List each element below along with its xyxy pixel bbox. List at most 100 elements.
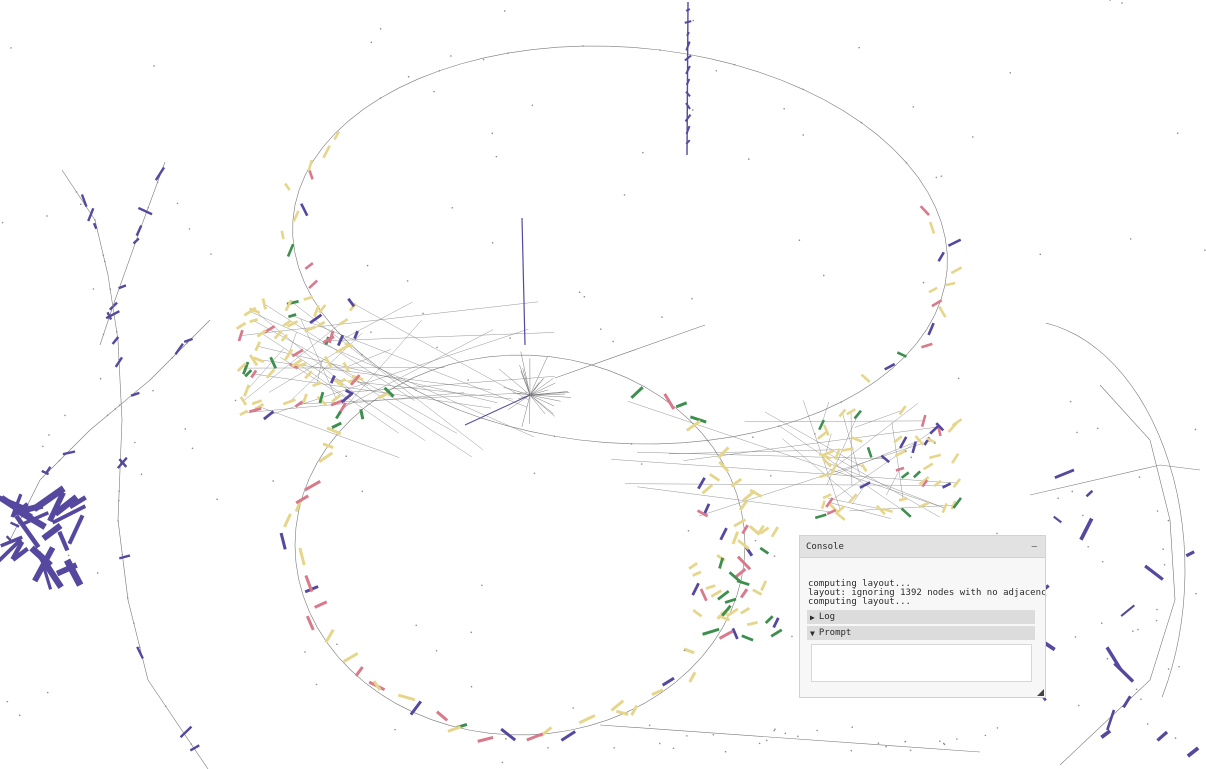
graph-node xyxy=(1106,709,1116,731)
chain-edge xyxy=(1161,682,1168,698)
graph-node-dot xyxy=(451,206,454,209)
graph-node xyxy=(1100,729,1112,739)
resize-grip-icon[interactable] xyxy=(1037,689,1044,696)
graph-node xyxy=(838,408,847,418)
chain-edge xyxy=(127,599,149,681)
graph-node-dot xyxy=(797,735,799,738)
chain-edge xyxy=(1158,435,1165,450)
log-section-header[interactable]: ▶ Log xyxy=(807,610,1035,624)
graph-node xyxy=(1105,646,1122,671)
loop-edge xyxy=(469,729,490,734)
graph-node xyxy=(435,710,449,722)
graph-node xyxy=(701,483,714,495)
loop-edge xyxy=(660,682,676,694)
graph-node xyxy=(308,169,314,180)
graph-node xyxy=(87,207,95,222)
prompt-section-header[interactable]: ▼ Prompt xyxy=(807,626,1035,640)
collapse-button[interactable]: – xyxy=(1031,541,1037,552)
graph-node-dot xyxy=(79,203,82,206)
graph-node-dot xyxy=(67,554,70,557)
graph-node-dot xyxy=(1009,71,1012,74)
graph-node xyxy=(333,130,340,141)
graph-node xyxy=(724,597,737,604)
graph-node-dot xyxy=(336,643,338,646)
graph-node xyxy=(298,547,306,566)
cross-edge xyxy=(891,422,904,500)
loop-edge xyxy=(346,341,363,355)
graph-node-dot xyxy=(438,69,441,72)
chain-edge xyxy=(94,219,109,276)
log-line: layout: ignoring 1392 nodes with no adja… xyxy=(808,588,1045,598)
graph-node xyxy=(630,386,644,399)
graph-node xyxy=(931,299,943,308)
graph-node xyxy=(841,447,854,452)
graph-node xyxy=(111,336,120,345)
console-panel[interactable]: Console – computing layout...layout: ign… xyxy=(799,535,1046,698)
loop-edge xyxy=(877,135,894,149)
graph-node-dot xyxy=(491,132,494,135)
graph-node-dot xyxy=(188,228,191,230)
graph-node xyxy=(833,448,841,460)
graph-node-dot xyxy=(1137,628,1139,631)
prompt-input[interactable] xyxy=(811,644,1032,682)
graph-node xyxy=(921,479,929,488)
loop-edge xyxy=(945,238,948,255)
graph-node xyxy=(344,389,354,396)
graph-node-dot xyxy=(1057,497,1059,500)
hub-edge xyxy=(529,378,554,396)
graph-node xyxy=(699,588,708,602)
graph-node xyxy=(174,342,184,355)
graph-node-dot xyxy=(504,10,506,12)
graph-node xyxy=(686,31,690,37)
chain-edge xyxy=(1131,385,1140,398)
loop-edge xyxy=(941,222,946,239)
console-titlebar[interactable]: Console – xyxy=(800,536,1045,558)
graph-node xyxy=(342,361,351,373)
graph-node xyxy=(249,318,259,324)
loop-edge xyxy=(859,380,877,393)
graph-node xyxy=(248,407,262,414)
graph-node xyxy=(1120,604,1136,617)
graph-node xyxy=(294,501,302,513)
cross-edge xyxy=(854,410,903,428)
loop-edge xyxy=(712,627,723,643)
loop-edge xyxy=(550,729,571,734)
loop-edge xyxy=(450,359,471,365)
graph-node xyxy=(875,504,886,516)
graph-node xyxy=(818,452,832,460)
hub-edge xyxy=(519,364,531,396)
graph-node xyxy=(928,286,938,294)
loop-edge xyxy=(292,235,295,252)
graph-node xyxy=(937,251,945,262)
graph-node-dot xyxy=(957,377,960,380)
graph-node-dot xyxy=(379,97,382,99)
graph-node xyxy=(348,302,357,312)
graph-node xyxy=(728,571,741,583)
graph-node-dot xyxy=(752,436,754,439)
graph-node-dot xyxy=(58,459,61,462)
graph-node-dot xyxy=(686,735,688,737)
graph-node-dot xyxy=(186,342,188,344)
graph-node xyxy=(821,457,832,468)
hub-edge xyxy=(529,391,568,396)
graph-node-dot xyxy=(613,746,615,749)
graph-node xyxy=(344,342,354,348)
graph-node xyxy=(935,422,945,432)
graph-node xyxy=(302,393,308,404)
graph-node-dot xyxy=(1101,560,1104,563)
graph-node-dot xyxy=(939,740,941,743)
graph-node xyxy=(282,319,292,328)
graph-node xyxy=(921,342,933,349)
graph-node xyxy=(1079,517,1094,541)
graph-node-dot xyxy=(470,685,473,688)
graph-node-dot xyxy=(769,474,772,477)
graph-node-dot xyxy=(450,55,452,57)
graph-node xyxy=(183,337,194,343)
cross-edge xyxy=(781,438,854,499)
graph-node xyxy=(342,652,359,663)
graph-node xyxy=(851,436,863,443)
graph-node xyxy=(726,607,739,618)
cross-edge xyxy=(349,376,555,393)
graph-node xyxy=(918,501,930,509)
